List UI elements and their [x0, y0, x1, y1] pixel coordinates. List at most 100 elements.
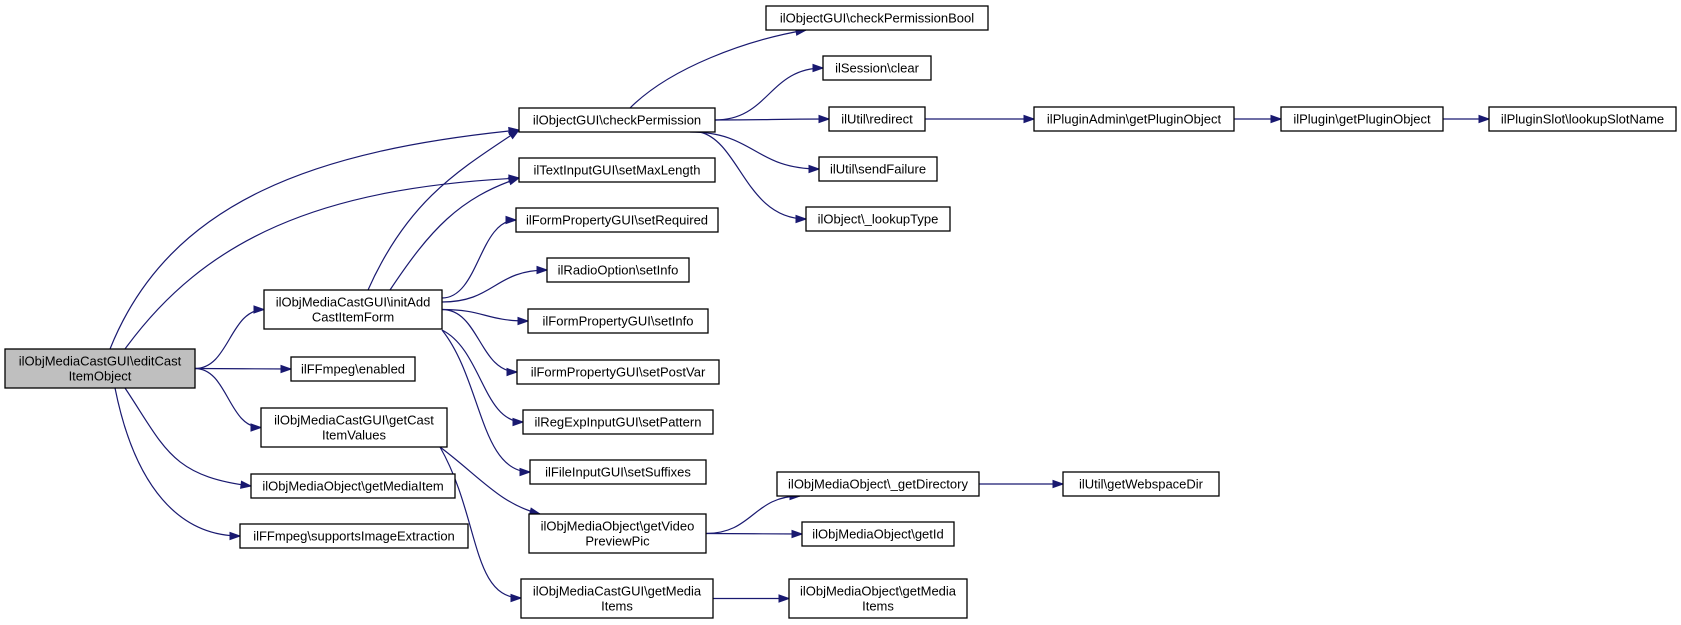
node-set-max-length[interactable]: ilTextInputGUI\setMaxLength: [518, 157, 716, 183]
edge-init-add-cast-item-form-to-set-suffixes: [441, 329, 532, 477]
arrowhead: [517, 316, 530, 326]
node-box: [4, 348, 196, 389]
node-set-post-var[interactable]: ilFormPropertyGUI\setPostVar: [516, 359, 720, 385]
node-box: [788, 578, 968, 619]
node-plugin-get-plugin-object[interactable]: ilPlugin\getPluginObject: [1280, 106, 1444, 132]
edge-init-add-cast-item-form-to-check-permission: [367, 129, 521, 291]
node-check-permission[interactable]: ilObjectGUI\checkPermission: [518, 107, 716, 133]
node-box: [1488, 106, 1677, 132]
edge-init-add-cast-item-form-to-form-set-info: [441, 308, 530, 326]
edge-check-permission-to-check-permission-bool: [629, 27, 808, 109]
node-plugin-admin-get-plugin-object[interactable]: ilPluginAdmin\getPluginObject: [1033, 106, 1235, 132]
node-label: ilFFmpeg\supportsImageExtraction: [253, 529, 455, 544]
node-get-id[interactable]: ilObjMediaObject\getId: [801, 521, 955, 547]
edge-edit-cast-item-object-to-init-add-cast-item-form: [194, 305, 266, 370]
arrowhead: [778, 594, 791, 603]
node-label: ilObjMediaObject\_getDirectory: [788, 477, 968, 492]
node-box: [290, 356, 416, 382]
edge-line: [441, 308, 529, 322]
edge-check-permission-to-lookup-type: [699, 131, 808, 224]
node-box: [518, 107, 716, 133]
node-label: ilFFmpeg\enabled: [301, 362, 405, 377]
edge-redirect-to-plugin-admin-get-plugin-object: [925, 114, 1036, 124]
arrowhead: [536, 265, 549, 275]
node-box: [515, 207, 719, 233]
node-label: ilTextInputGUI\setMaxLength: [534, 163, 701, 178]
node-box: [516, 359, 720, 385]
arrowhead: [1023, 114, 1036, 124]
node-label: Items: [862, 599, 894, 614]
node-label: ilObjectGUI\checkPermissionBool: [780, 11, 974, 26]
edge-edit-cast-item-object-to-enabled: [194, 364, 293, 374]
edge-init-add-cast-item-form-to-set-post-var: [441, 308, 519, 377]
node-box: [520, 578, 714, 619]
node-set-suffixes[interactable]: ilFileInputGUI\setSuffixes: [529, 459, 707, 485]
node-box: [518, 157, 716, 183]
node-box: [527, 308, 709, 334]
node-enabled[interactable]: ilFFmpeg\enabled: [290, 356, 416, 382]
arrowhead: [519, 467, 532, 477]
edge-check-permission-to-session-clear: [714, 63, 825, 121]
node-box: [529, 459, 707, 485]
node-label: ilPlugin\getPluginObject: [1293, 112, 1431, 127]
edge-line: [699, 131, 807, 220]
node-label: ilObjMediaCastGUI\getMedia: [533, 584, 702, 599]
edge-line: [114, 387, 241, 537]
node-supports-image-extraction[interactable]: ilFFmpeg\supportsImageExtraction: [239, 523, 469, 549]
edge-line: [441, 219, 517, 299]
node-check-permission-bool[interactable]: ilObjectGUI\checkPermissionBool: [765, 5, 989, 31]
node-get-directory[interactable]: ilObjMediaObject\_getDirectory: [776, 471, 980, 497]
edge-init-add-cast-item-form-to-set-pattern: [441, 329, 525, 427]
node-box: [1280, 106, 1444, 132]
node-redirect[interactable]: ilUtil\redirect: [828, 106, 926, 132]
node-label: ilObjMediaObject\getMedia: [800, 584, 957, 599]
node-set-pattern[interactable]: ilRegExpInputGUI\setPattern: [522, 409, 714, 435]
arrowhead: [1052, 479, 1065, 489]
node-form-set-info[interactable]: ilFormPropertyGUI\setInfo: [527, 308, 709, 334]
edge-line: [441, 269, 548, 303]
node-get-media-item[interactable]: ilObjMediaObject\getMediaItem: [250, 473, 456, 499]
node-lookup-slot-name[interactable]: ilPluginSlot\lookupSlotName: [1488, 106, 1677, 132]
node-set-required[interactable]: ilFormPropertyGUI\setRequired: [515, 207, 719, 233]
node-label: ilRegExpInputGUI\setPattern: [535, 415, 702, 430]
node-label: ilObjMediaCastGUI\initAdd: [276, 295, 431, 310]
edge-line: [439, 446, 541, 515]
edge-cast-get-media-items-to-obj-get-media-items: [713, 594, 791, 603]
node-box: [1033, 106, 1235, 132]
node-lookup-type[interactable]: ilObject\_lookupType: [805, 206, 951, 232]
node-box: [250, 473, 456, 499]
arrowhead: [795, 214, 808, 224]
arrowhead: [507, 129, 521, 140]
node-label: Items: [601, 599, 633, 614]
node-box: [522, 409, 714, 435]
node-radio-set-info[interactable]: ilRadioOption\setInfo: [546, 257, 690, 283]
edge-line: [194, 367, 262, 429]
node-label: ilRadioOption\setInfo: [558, 263, 679, 278]
node-send-failure[interactable]: ilUtil\sendFailure: [818, 156, 938, 182]
edge-line: [714, 67, 824, 121]
arrowhead: [505, 215, 518, 225]
edge-line: [367, 129, 520, 291]
node-label: ilFileInputGUI\setSuffixes: [545, 465, 691, 480]
node-label: ilObjectGUI\checkPermission: [533, 113, 701, 128]
edge-line: [705, 495, 801, 535]
node-box: [546, 257, 690, 283]
node-get-webspace-dir[interactable]: ilUtil\getWebspaceDir: [1062, 471, 1220, 497]
arrowhead: [512, 417, 525, 427]
node-session-clear[interactable]: ilSession\clear: [822, 55, 932, 81]
node-label: PreviewPic: [585, 534, 650, 549]
arrowhead: [510, 593, 523, 603]
arrowhead: [808, 164, 821, 174]
node-box: [822, 55, 932, 81]
node-box: [239, 523, 469, 549]
edge-edit-cast-item-object-to-get-media-item: [124, 387, 253, 489]
node-label: ilFormPropertyGUI\setInfo: [543, 314, 694, 329]
arrowhead: [280, 364, 293, 374]
